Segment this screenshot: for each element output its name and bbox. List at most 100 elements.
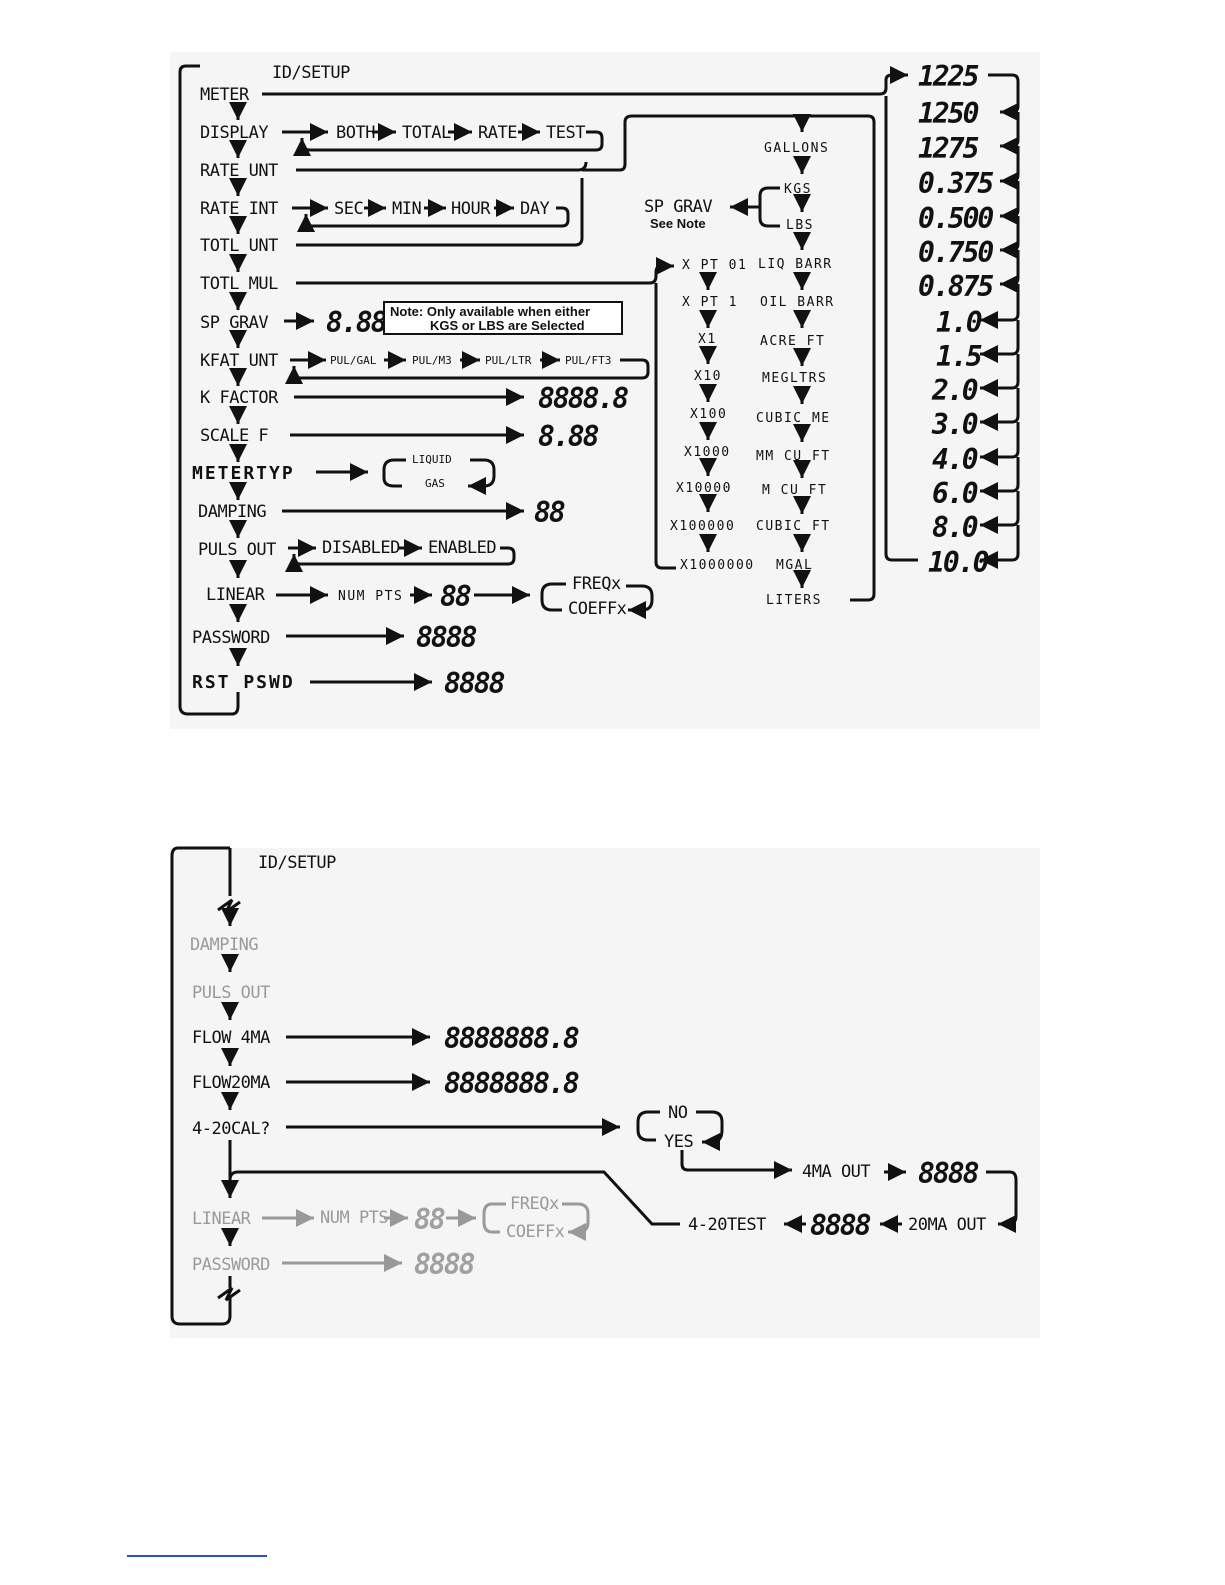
kfat-opt-pul-gal: PUL/GAL [330,354,377,367]
metertyp-opt-liquid: LIQUID [412,453,452,466]
mul-x-pt-01: X PT 01 [682,258,747,273]
menu2-item-puls-out: PULS OUT [192,983,270,1003]
puls-out-opt-enabled: ENABLED [428,538,496,558]
menu2-item-password: PASSWORD [192,1255,270,1275]
kfat-options: PUL/GAL PUL/M3 PUL/LTR PUL/FT3 [285,351,650,384]
linear2-num-pts: NUM PTS [320,1208,388,1228]
test-return-line [228,1170,680,1226]
menu-item-display: DISPLAY [200,123,268,143]
mul-x100: X100 [690,407,727,422]
linear2-opt-coeff: COEFFx [506,1222,565,1242]
ma4-out-label: 4MA OUT [802,1162,870,1182]
cal-opt-yes: YES [664,1132,693,1152]
menu2-item-flow-20ma: FLOW20MA [192,1073,270,1093]
linear2-opt-freq: FREQx [510,1194,559,1214]
unit-oil-barr: OIL BARR [760,295,835,310]
metertyp-bracket-right [468,458,496,495]
rst-pswd-value: 8888 [444,667,505,700]
mul-x1000: X1000 [684,445,731,460]
display-opt-total: TOTAL [402,123,451,143]
metertyp-bracket-left [382,458,406,488]
menu-item-password: PASSWORD [192,628,270,648]
mul-x-pt-1: X PT 1 [682,295,738,310]
unit-mgal: MGAL [776,558,813,573]
unit-mm-cu-ft: MM CU FT [756,449,831,464]
units-column: GALLONS KGS LBS SP GRAV See Note LIQ BAR… [644,114,876,608]
menu-item-totl-unt: TOTL UNT [200,236,278,256]
display-opt-rate: RATE [478,123,517,143]
menu-item-k-factor: K FACTOR [200,388,279,408]
meter-size-2-0: 2.0 [931,374,978,407]
menu2-item-linear: LINEAR [192,1209,252,1229]
menu-item-rate-int: RATE INT [200,199,278,219]
see-note-label: See Note [650,216,706,231]
setup-diagram-panel-2 [170,848,1040,1338]
sp-grav-side-label: SP GRAV [644,197,712,217]
kfat-opt-pul-ft3: PUL/FT3 [565,354,611,367]
rate-int-opt-day: DAY [520,199,549,219]
test-label: 4-20TEST [688,1215,766,1235]
test-value: 8888 [810,1209,871,1242]
meter-size-0375: 0.375 [918,167,993,200]
menu-item-meter: METER [200,85,250,105]
mul-x1: X1 [698,332,717,347]
unit-lbs: LBS [786,218,814,233]
totl-unt-line [296,178,584,247]
meter-size-6-0: 6.0 [932,477,978,510]
meter-size-3-0: 3.0 [931,408,978,441]
meter-size-1225: 1225 [918,60,979,93]
menu-item-scale-f: SCALE F [200,426,268,446]
mul-x10: X10 [694,369,722,384]
kfat-opt-pul-m3: PUL/M3 [412,354,452,367]
meter-sizes-return-line [884,96,918,562]
unit-megltrs: MEGLTRS [762,371,827,386]
rate-int-opt-sec: SEC [334,199,363,219]
note-box [383,301,623,335]
linear-options: NUM PTS 88 FREQx COEFFx [276,574,654,619]
rate-int-options: SEC MIN HOUR DAY [292,199,570,232]
meter-size-1-5: 1.5 [936,340,982,373]
meter-arrow [262,66,908,96]
units-loop-line [806,114,876,602]
meter-sizes-column: 1225 1250 1275 0.375 0.500 0.750 0.875 1… [884,60,1020,579]
menu-item-sp-grav: SP GRAV [200,313,268,333]
menu-item-rst-pswd: RST PSWD [192,672,295,693]
unit-gallons: GALLONS [764,141,829,156]
setup-diagram-panel-1 [170,52,1040,729]
menu-item-totl-mul: TOTL MUL [200,274,278,294]
menu-item-puls-out: PULS OUT [198,540,276,560]
kfat-opt-pul-ltr: PUL/LTR [485,354,532,367]
linear-num-pts: NUM PTS [338,589,403,604]
menu-item-damping: DAMPING [198,502,266,522]
sp-grav-value: 8.88 [326,306,387,339]
meter-size-0500: 0.500 [918,202,993,235]
menu-item-linear: LINEAR [206,585,266,605]
display-opt-test: TEST [546,123,585,143]
meter-size-1-0: 1.0 [936,306,982,339]
meter-size-4-0: 4.0 [932,443,978,476]
cal-opt-no: NO [668,1103,688,1123]
unit-acre-ft: ACRE FT [760,334,825,349]
note-line-2: KGS or LBS are Selected [430,318,585,333]
meter-size-1250: 1250 [918,97,979,130]
flow-4ma-value: 8888888.8 [444,1022,579,1055]
diagram2-menu: DAMPING PULS OUT FLOW 4MA FLOW20MA 4-20C… [190,935,271,1288]
password-value: 8888 [416,621,477,654]
note-line-1: Note: Only available when either [390,304,590,319]
puls-out-options: DISABLED ENABLED [285,538,516,572]
diagram2-linear-options: NUM PTS 88 FREQx COEFFx 8888 [262,1194,590,1281]
footer-link-underline[interactable] [127,1555,267,1557]
diagram2-loop-line [170,846,232,1326]
mul-x10000: X10000 [676,481,732,496]
menu2-item-4-20-cal: 4-20CAL? [192,1119,270,1139]
menu-item-rate-unt: RATE UNT [200,161,278,181]
menu2-item-flow-4ma: FLOW 4MA [192,1028,270,1048]
unit-liq-barr: LIQ BARR [758,257,833,272]
linear-opt-coeff: COEFFx [568,599,627,619]
diagram1-title: ID/SETUP [272,63,350,83]
meter-size-1275: 1275 [918,132,979,165]
meter-size-0750: 0.750 [918,236,993,269]
metertyp-opt-gas: GAS [425,477,445,490]
menu-loop-line [178,64,240,716]
diagram2-title: ID/SETUP [258,853,336,873]
